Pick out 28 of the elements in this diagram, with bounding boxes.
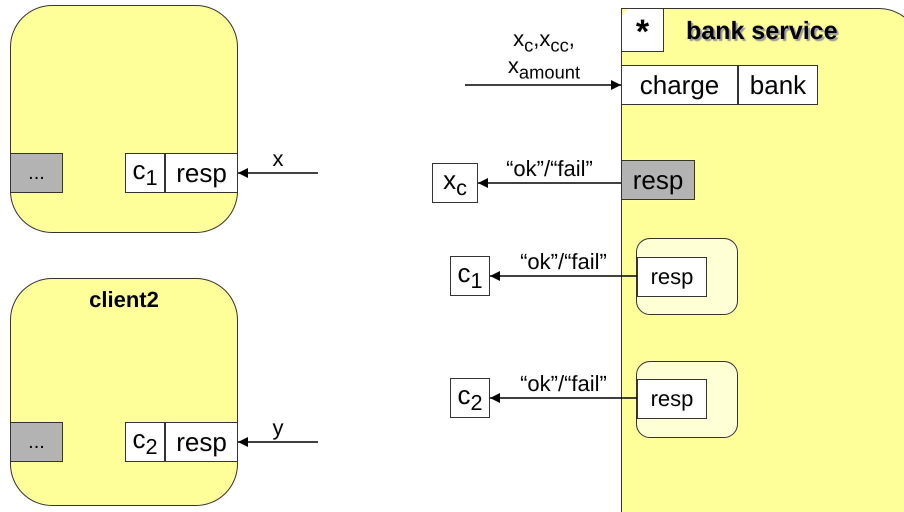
- arrow: [465, 80, 621, 90]
- process-box: [10, 5, 238, 233]
- box-title: client2: [88, 289, 160, 311]
- session-box: [636, 238, 738, 315]
- port-cell: c$_{1}$: [125, 153, 165, 193]
- service-box: [621, 8, 904, 512]
- port-cell: c$_{2}$: [450, 378, 490, 418]
- placeholder-cell: resp: [621, 160, 695, 200]
- arrow: [238, 437, 318, 447]
- port-cell: c$_{2}$: [125, 422, 165, 462]
- port-cell: resp: [165, 422, 238, 462]
- port-cell: x$_{c}$: [432, 163, 478, 203]
- arrow: [490, 271, 637, 281]
- box-title: bank service: [686, 19, 838, 44]
- placeholder-cell: ...: [10, 153, 63, 193]
- port-cell: resp: [165, 153, 238, 193]
- port-cell: charge: [621, 65, 738, 105]
- placeholder-cell: ...: [10, 422, 63, 462]
- arrow: [478, 178, 621, 188]
- port-cell: c$_{1}$: [450, 256, 490, 296]
- replication-marker: *: [621, 8, 664, 52]
- session-box: [636, 361, 738, 438]
- port-cell: resp: [637, 257, 707, 297]
- process-box: [10, 278, 238, 506]
- port-cell: bank: [738, 65, 818, 105]
- arrow: [238, 168, 318, 178]
- arrow: [490, 393, 637, 403]
- port-cell: resp: [637, 379, 707, 419]
